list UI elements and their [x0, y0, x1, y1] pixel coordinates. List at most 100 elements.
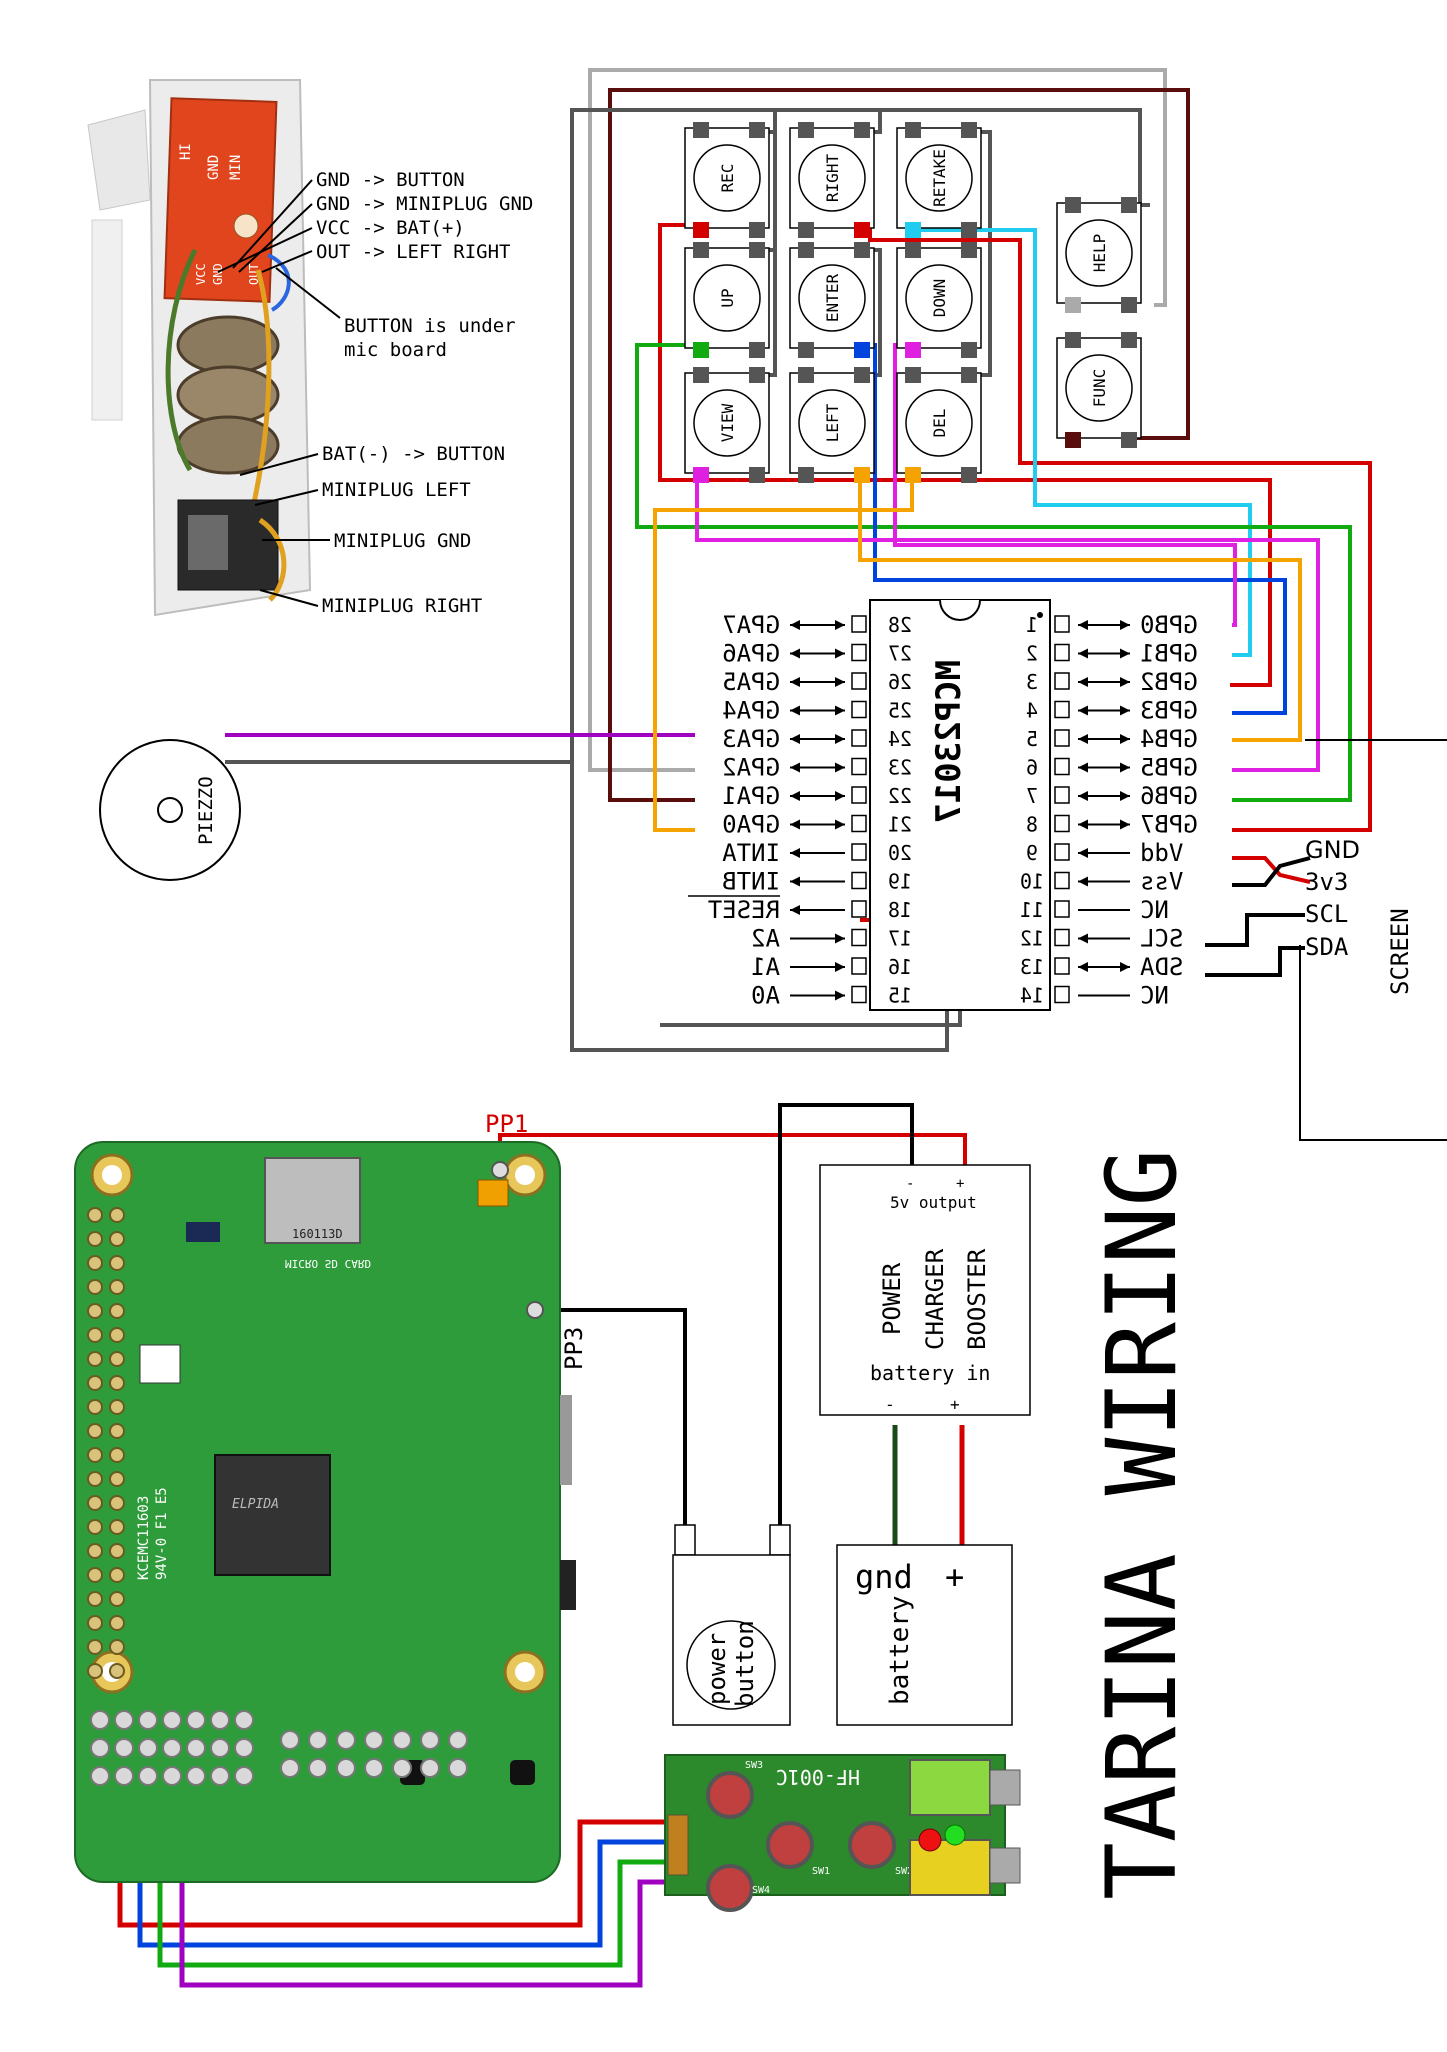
battery-box: [836, 1544, 1013, 1726]
chip-pin-gpa2-num: 23: [888, 756, 912, 780]
chip-pin-gpa7-num: 28: [888, 613, 912, 637]
chip-pin1-dot: [1037, 612, 1043, 618]
chip-pin-gpa3-arrowhead-b: [835, 734, 845, 744]
chip-pin-gpa1-arrowhead-b: [835, 791, 845, 801]
button-rec-pin-c: [693, 222, 709, 238]
chip-pin-vss-10-pad: [1054, 871, 1070, 890]
button-enter-pin-d: [798, 342, 814, 358]
pi-test-pad: [234, 1710, 254, 1730]
button-help: HELP: [1056, 197, 1142, 313]
audio-board-label: HF-001C: [776, 1765, 860, 1789]
button-left-pin-d: [798, 467, 814, 483]
chip-pin-gpa1-pad: [851, 786, 867, 804]
chip-pin-gpa2-pad: [851, 757, 867, 776]
chip-pin-gpa6-pad: [851, 643, 867, 662]
chip-pin-gpb7-8-pad: [1054, 814, 1070, 833]
button-del-pin-b: [961, 367, 977, 383]
gpio-pin: [87, 1279, 103, 1295]
mic-label-vcc-bat: VCC -> BAT(+): [316, 217, 465, 239]
battery: gnd + battery: [836, 1544, 1013, 1726]
chip-pin-scl-12-arrowhead: [1078, 933, 1088, 944]
button-func-pin-c: [1065, 432, 1081, 448]
button-label-func: FUNC: [1090, 369, 1109, 408]
chip-pin-label-gpb6-7: GPB6: [1140, 782, 1198, 810]
chip-pin-gpb4-5-arrowhead-a: [1078, 734, 1088, 744]
button-del-cap: [905, 389, 973, 457]
chip-pin-reset-arrowhead: [790, 905, 800, 915]
chip-pin-gpb6-7-arrowhead-b: [1120, 791, 1130, 801]
button-retake: RETAKE: [896, 122, 982, 238]
button-up-pin-b: [749, 242, 765, 258]
button-left-cap: [798, 389, 866, 457]
chip-pin-gpb3-4-num: 4: [1026, 699, 1038, 723]
chip-pin-inta-num: 20: [888, 841, 912, 865]
gpio-pin: [109, 1255, 125, 1271]
chip-pin-label-gpb4-5: GPB4: [1140, 725, 1198, 753]
pi-pp1-label: PP1: [485, 1110, 528, 1138]
chip-pin-vdd-9-pad: [1054, 843, 1070, 861]
button-rec: REC: [684, 122, 770, 238]
booster-line-charger: CHARGER: [921, 1248, 949, 1350]
gpio-pin: [109, 1495, 125, 1511]
screen-pin-3v3: 3v3: [1305, 868, 1348, 896]
button-enter-pin-b: [854, 242, 870, 258]
gpio-pin: [87, 1663, 103, 1679]
gpio-pin: [87, 1399, 103, 1415]
pi-board-code-2: 94V-0 F1 E5: [154, 1487, 170, 1580]
button-retake-pin-c: [905, 222, 921, 238]
pi-test-pad: [162, 1738, 182, 1758]
chip-pin-a0-arrowhead: [835, 990, 845, 1001]
booster-line-booster: BOOSTER: [963, 1248, 991, 1350]
chip-pin-gpb6-7-pad: [1054, 786, 1070, 804]
gpio-pin: [109, 1279, 125, 1295]
pi-test-pad: [448, 1730, 468, 1750]
chip-pin-gpb3-4-arrowhead-a: [1078, 705, 1088, 716]
pi-sd-slot: [264, 1157, 361, 1244]
pi-test-pad: [114, 1738, 134, 1758]
button-right-pin-b: [854, 122, 870, 138]
power-button-line1: power: [703, 1633, 731, 1705]
chip-pin-gpa6-num: 27: [888, 642, 912, 666]
button-func-pin-b: [1121, 332, 1137, 348]
chip-pin-gpb0-1-arrowhead-b: [1120, 620, 1130, 630]
pi-test-pad: [364, 1730, 384, 1750]
button-up: UP: [684, 242, 770, 358]
gpio-pin: [109, 1591, 125, 1607]
pi-test-pad: [280, 1730, 300, 1750]
power-button: power button: [672, 1524, 791, 1726]
button-help-pin-d: [1121, 297, 1137, 313]
chip-pin-gpa0-arrowhead-a: [790, 819, 800, 830]
audio-switch-sw3: [706, 1771, 754, 1819]
mcp23017-chip: MCP23017: [869, 599, 1051, 1011]
pi-gpio-header: [87, 1207, 125, 1679]
chip-pin-vdd-9-arrowhead: [1078, 848, 1088, 858]
gpio-pin: [109, 1567, 125, 1583]
button-del-pin-c: [905, 467, 921, 483]
chip-pin-gpb0-1-num: 1: [1026, 613, 1038, 637]
button-down-cap: [905, 264, 973, 332]
pi-bottom-pads: [90, 1710, 468, 1786]
pi-test-pad: [186, 1710, 206, 1730]
booster-line-power: POWER: [878, 1262, 906, 1335]
chip-pin-label-gpb1-2: GPB1: [1140, 640, 1198, 668]
chip-pin-gpb6-7-arrowhead-a: [1078, 791, 1088, 801]
gpio-pin: [87, 1447, 103, 1463]
chip-pin-gpa7-pad: [851, 615, 867, 633]
battery-gnd: gnd: [855, 1558, 913, 1596]
chip-pin-label-intb: INTB: [722, 868, 780, 896]
button-rec-pin-b: [749, 122, 765, 138]
chip-pin-label-gpa5: GPA5: [722, 668, 780, 696]
button-label-view: VIEW: [718, 403, 737, 442]
pi-qr: [139, 1344, 181, 1384]
pi-test-pad: [90, 1766, 110, 1786]
chip-pin-a1-arrowhead: [835, 962, 845, 972]
chip-pin-gpb3-4-pad: [1054, 700, 1070, 719]
